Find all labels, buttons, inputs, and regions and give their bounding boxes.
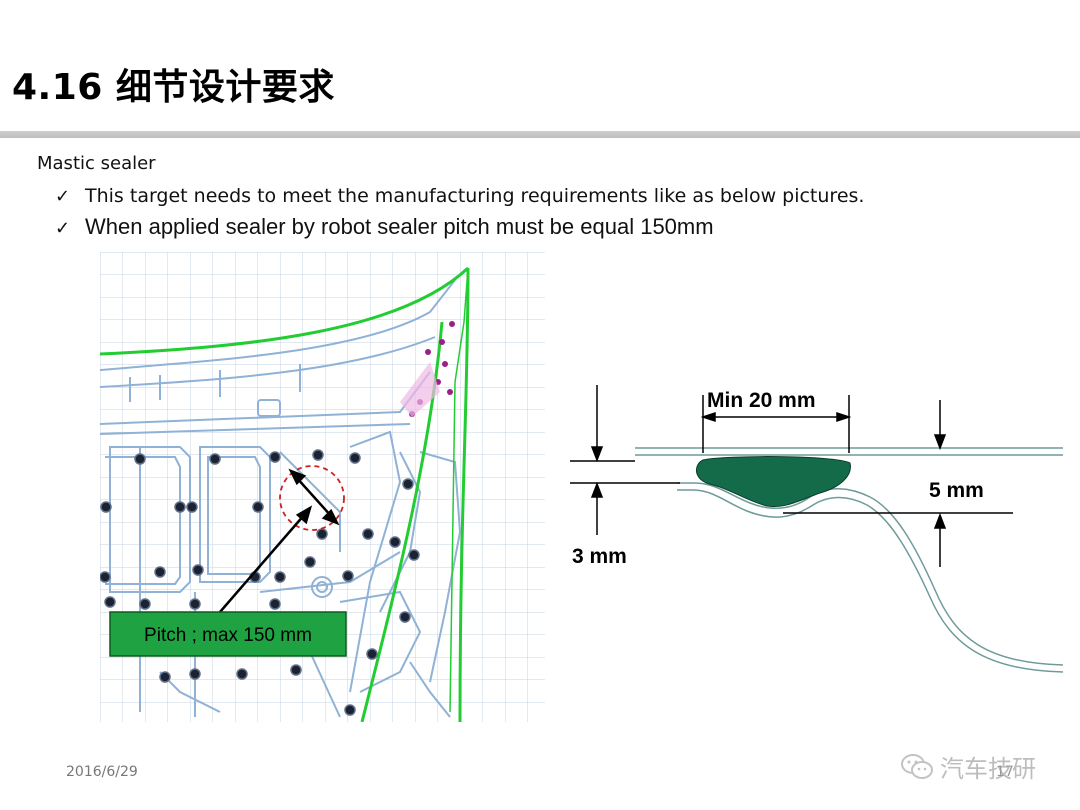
footer-date: 2016/6/29 [66,764,138,780]
bullet-text: When applied sealer by robot sealer pitc… [85,214,714,239]
bullet-item: ✓ This target needs to meet the manufactu… [55,185,864,207]
min-width-label: Min 20 mm [707,389,816,412]
page-number: 17 [996,764,1014,780]
bullet-text: This target needs to meet the manufactur… [85,185,865,207]
watermark: 汽车技研 [900,749,1036,784]
pitch-arrow [219,468,340,613]
panel-sealer-drawing: Pitch ; max 150 mm [100,252,545,722]
sealer-cross-section: Min 20 mm 5 mm 3 mm [570,385,1064,673]
slide-title: 4.16 细节设计要求 [12,67,335,108]
min-width-dimension [700,395,852,453]
watermark-text: 汽车技研 [940,755,1036,783]
lower-panel [677,482,1064,673]
sealer-dots [100,449,420,716]
bullet-item: ✓ When applied sealer by robot sealer pit… [55,214,714,240]
checkmark-icon: ✓ [55,186,71,207]
checkmark-icon: ✓ [55,218,71,238]
height-label: 5 mm [929,479,984,502]
pitch-callout-label: Pitch ; max 150 mm [144,625,312,646]
sealer-bead [695,456,851,508]
pitch-callout [109,611,347,657]
height-dimension [783,400,1013,567]
gap-dimension [570,385,680,535]
wechat-icon [901,753,933,779]
section-label: Mastic sealer [37,153,156,174]
gap-label: 3 mm [572,545,627,568]
panel-outline [100,266,470,722]
pitch-circle [279,465,345,531]
title-divider [0,131,1080,138]
